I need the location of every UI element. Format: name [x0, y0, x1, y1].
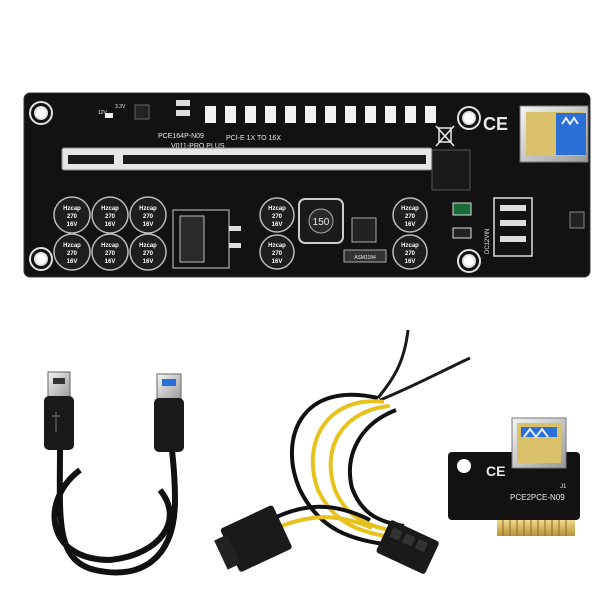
usb-adapter-board-icon: CE PCE2PCE-N09 J1 — [448, 417, 580, 536]
svg-text:16V: 16V — [405, 259, 416, 265]
svg-text:Hzcap: Hzcap — [401, 243, 419, 249]
usb-port — [519, 105, 589, 163]
adapter-model-label: PCE2PCE-N09 — [510, 493, 565, 502]
svg-text:Hzcap: Hzcap — [139, 243, 157, 249]
led-row — [205, 106, 436, 123]
sata-power-cable-icon — [214, 329, 471, 574]
board-version-label: V011-PRO PLUS — [171, 143, 225, 150]
svg-text:Hzcap: Hzcap — [268, 243, 286, 249]
svg-text:Hzcap: Hzcap — [268, 206, 286, 212]
svg-text:Hzcap: Hzcap — [101, 206, 119, 212]
svg-text:270: 270 — [67, 214, 78, 220]
controller-chip: ASM1184 — [343, 217, 387, 263]
pcie-x16-slot — [61, 147, 471, 191]
riser-board: 12V 3.3V PCE164P-N09 PCI-E 1X TO 16X V01… — [23, 92, 591, 278]
ce-mark: CE — [483, 114, 508, 134]
label-12v: 12V — [98, 110, 108, 116]
svg-text:270: 270 — [272, 251, 283, 257]
svg-text:Hzcap: Hzcap — [63, 206, 81, 212]
svg-text:DC12VIN: DC12VIN — [485, 229, 491, 254]
svg-text:270: 270 — [67, 251, 78, 257]
svg-text:16V: 16V — [272, 222, 283, 228]
svg-text:16V: 16V — [272, 259, 283, 265]
small-ic — [134, 104, 150, 120]
svg-text:ASM1184: ASM1184 — [354, 255, 376, 261]
svg-text:270: 270 — [143, 214, 154, 220]
usb-cable-icon — [44, 371, 184, 576]
svg-text:150: 150 — [313, 217, 330, 228]
mounting-holes — [29, 101, 481, 273]
board-model-label: PCE164P-N09 — [158, 133, 204, 140]
svg-text:270: 270 — [143, 251, 154, 257]
svg-text:270: 270 — [405, 214, 416, 220]
svg-text:270: 270 — [105, 214, 116, 220]
svg-text:16V: 16V — [67, 259, 78, 265]
board-bus-label: PCI-E 1X TO 16X — [226, 135, 281, 142]
svg-text:Hzcap: Hzcap — [401, 206, 419, 212]
weee-icon — [435, 125, 455, 147]
voltage-regulator — [172, 209, 241, 269]
svg-text:Hzcap: Hzcap — [139, 206, 157, 212]
svg-text:270: 270 — [105, 251, 116, 257]
svg-text:270: 270 — [405, 251, 416, 257]
svg-text:Hzcap: Hzcap — [63, 243, 81, 249]
svg-text:16V: 16V — [143, 259, 154, 265]
svg-text:16V: 16V — [105, 259, 116, 265]
capacitors: Hzcap 270 16V Hzcap 270 16V Hzcap 270 16… — [53, 196, 428, 271]
svg-text:270: 270 — [272, 214, 283, 220]
inductor: 150 — [298, 198, 344, 244]
smd-led — [105, 113, 113, 118]
svg-text:16V: 16V — [105, 222, 116, 228]
svg-text:Hzcap: Hzcap — [101, 243, 119, 249]
adapter-ce-mark: CE — [486, 463, 505, 479]
power-section: DC12VIN — [452, 197, 585, 257]
svg-text:16V: 16V — [405, 222, 416, 228]
svg-text:16V: 16V — [143, 222, 154, 228]
svg-text:J1: J1 — [560, 484, 567, 490]
label-33v: 3.3V — [115, 104, 126, 110]
svg-text:16V: 16V — [67, 222, 78, 228]
